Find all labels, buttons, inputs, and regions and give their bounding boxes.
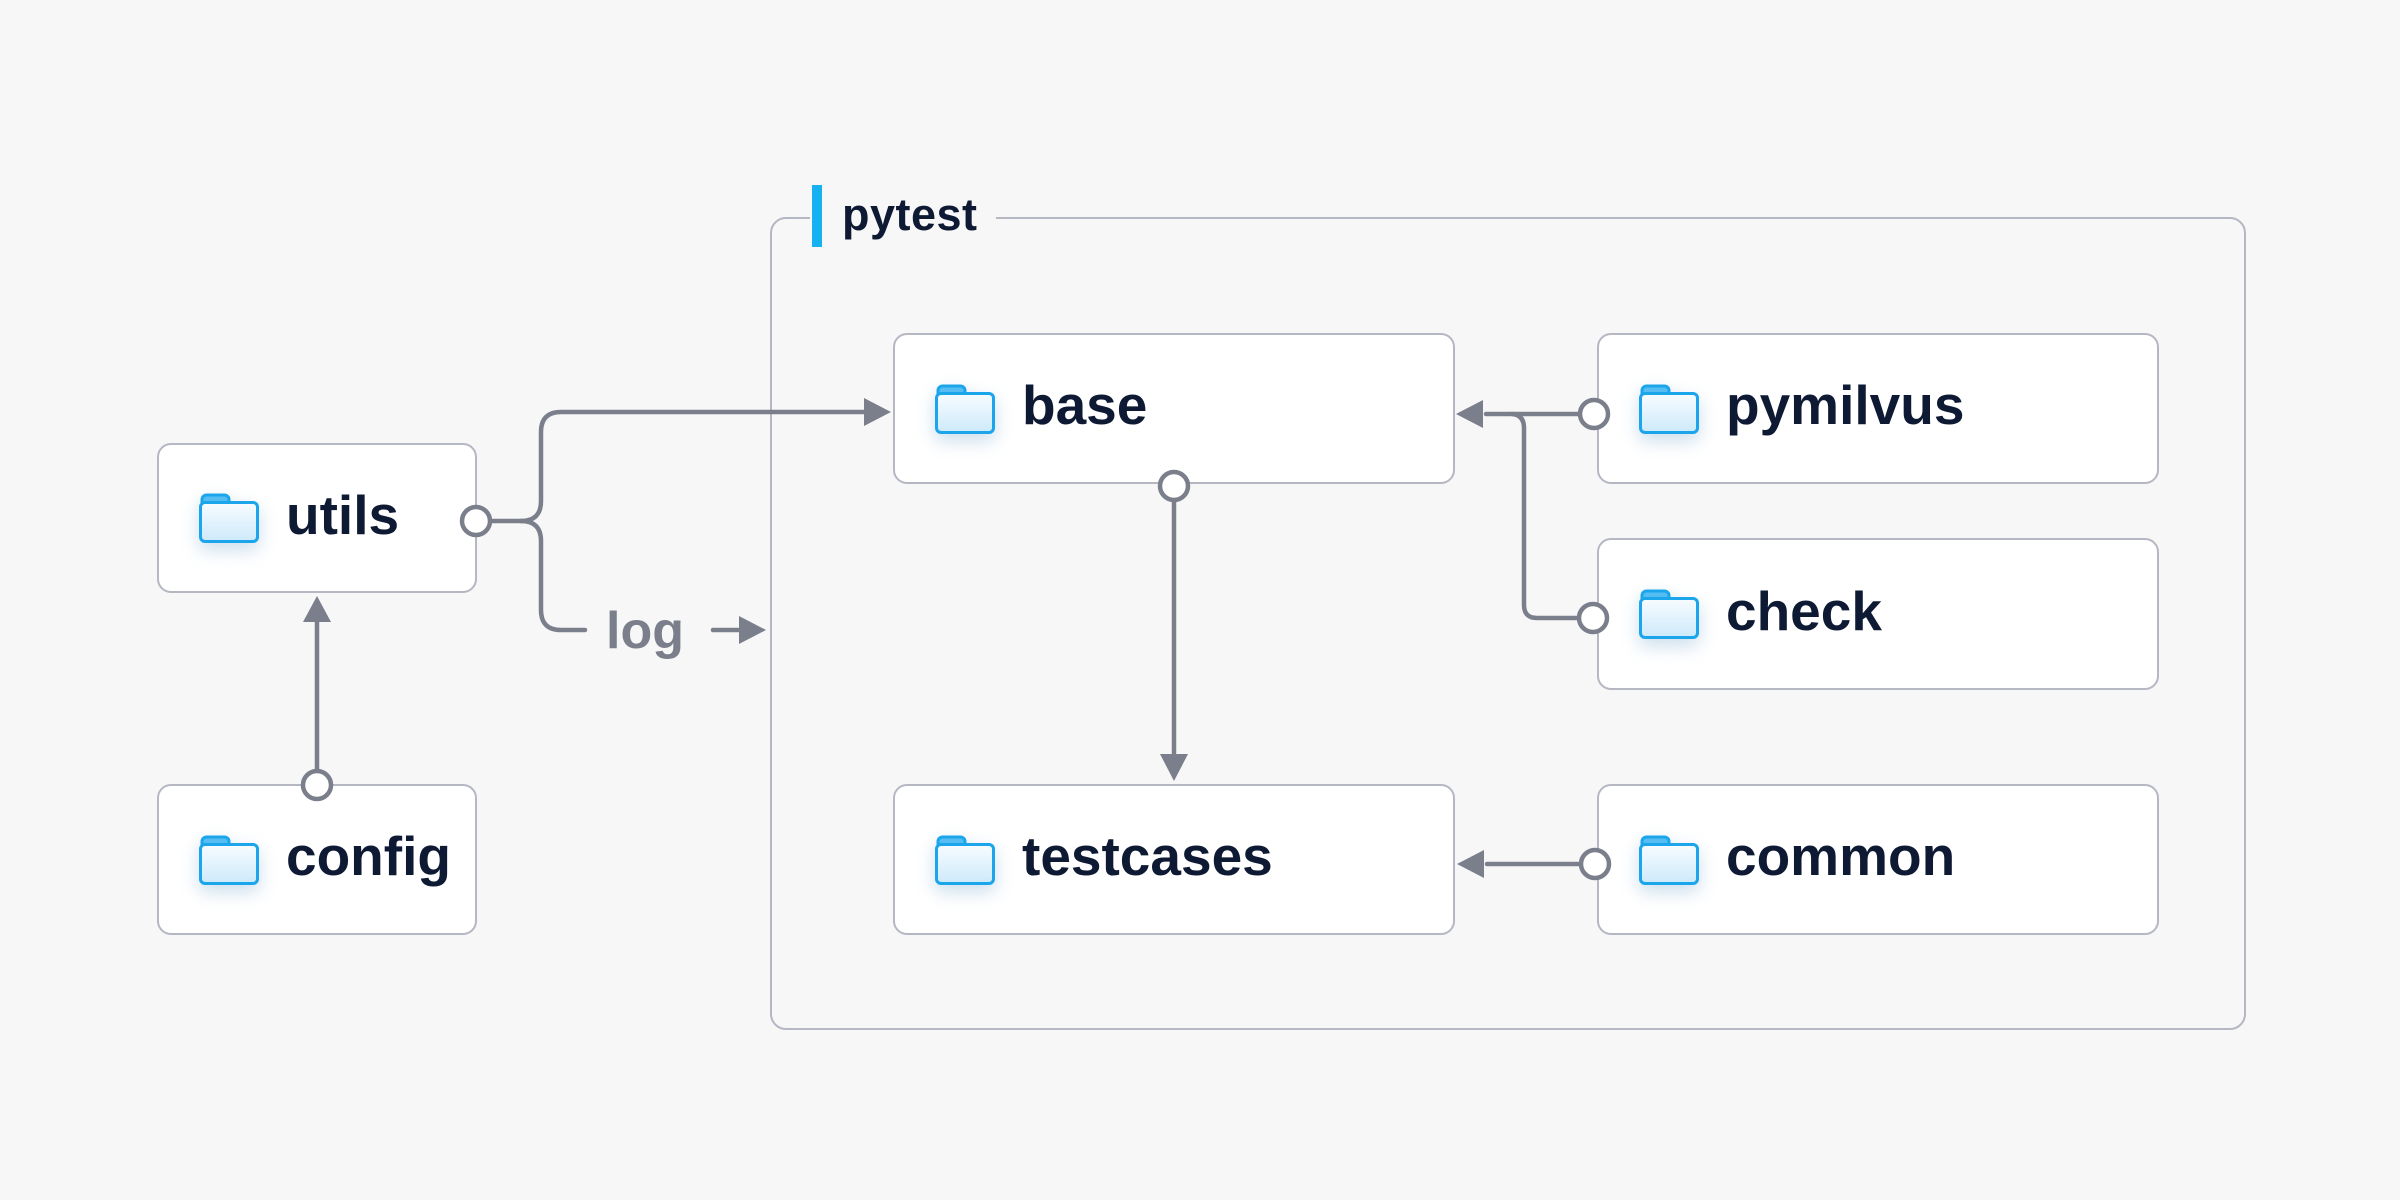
folder-icon [1637, 587, 1701, 641]
node-base: base [893, 333, 1455, 484]
folder-icon [1637, 382, 1701, 436]
node-config: config [157, 784, 477, 935]
edge-label-log: log [606, 602, 684, 660]
arrowhead-up-icon [303, 596, 331, 622]
edge-config-to-utils [300, 596, 334, 802]
node-label: testcases [1022, 825, 1273, 887]
node-label: check [1726, 579, 1882, 642]
node-label: utils [286, 483, 400, 546]
node-label: common [1726, 825, 1956, 887]
folder-icon [197, 833, 261, 887]
node-testcases: testcases [893, 784, 1455, 935]
node-label: base [1022, 374, 1148, 436]
node-pymilvus: pymilvus [1597, 333, 2159, 484]
pytest-container [770, 217, 2246, 1030]
pytest-label: pytest [810, 181, 996, 251]
folder-icon [197, 491, 261, 545]
folder-icon [933, 833, 997, 887]
node-label: pymilvus [1726, 374, 1965, 436]
folder-icon [933, 382, 997, 436]
node-utils: utils [157, 443, 477, 593]
arrowhead-right-icon [739, 616, 766, 644]
folder-icon [1637, 833, 1701, 887]
node-common: common [1597, 784, 2159, 935]
node-label: config [286, 825, 451, 887]
accent-bar [812, 185, 822, 247]
node-check: check [1597, 538, 2159, 690]
pytest-label-text: pytest [842, 188, 978, 240]
